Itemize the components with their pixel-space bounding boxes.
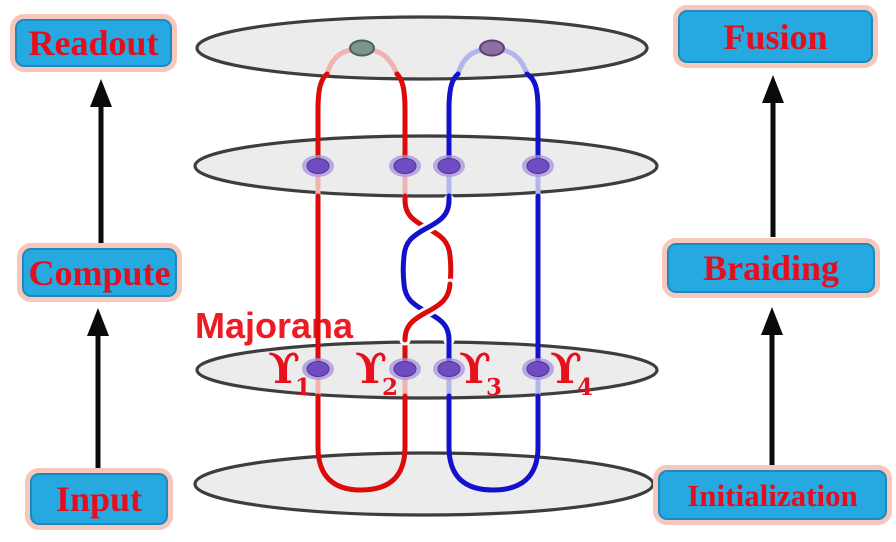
gamma-4-symbol: ϒ [550,344,582,393]
blue-faded-verticals [446,163,541,399]
gamma-labels: ϒ 1 ϒ 2 ϒ 3 ϒ 4 [268,344,593,401]
arrow-compute-to-readout-head [90,79,112,107]
plane-second [193,134,659,198]
fusion-dot-teal [349,39,375,57]
majorana-dots-third-plane [302,358,554,380]
majorana-dot [306,361,330,377]
majorana-dot [393,158,417,174]
plane-bottom [193,451,655,517]
majorana-label: Majorana [195,305,354,346]
arrow-braiding-to-fusion-head [762,75,784,103]
red-arch-right-leg [394,71,408,169]
arrow-input-to-compute-head [87,308,109,336]
stage-initialization-label: Initialization [687,477,858,513]
red-bottom-u [315,393,408,493]
blue-braid-strand [400,193,452,373]
stage-compute: Compute [17,243,182,302]
gamma-4-sub: 4 [577,374,593,401]
red-overlay-strand [402,281,453,343]
majorana-dot [393,361,417,377]
majorana-dot [306,158,330,174]
majorana-dot [437,361,461,377]
arrow-initialization-to-braiding-head [761,307,783,335]
stage-fusion-label: Fusion [723,16,828,57]
time-slice-planes [193,15,659,517]
fusion-dot-purple [479,39,505,57]
flow-arrows [87,75,784,472]
gamma-1-symbol: ϒ [268,344,300,393]
gamma-3-symbol: ϒ [459,344,491,393]
stage-input-label: Input [55,479,143,519]
stage-braiding: Braiding [662,238,880,298]
blue-bottom-u [446,393,541,493]
plane-top [195,15,649,81]
stage-readout-label: Readout [28,23,159,63]
red-arch-left-leg [315,71,330,169]
gamma-3-sub: 3 [486,374,502,401]
plane-third [195,340,659,400]
gamma-1-sub: 1 [295,374,311,401]
blue-arch-left-leg [446,71,461,169]
stage-braiding-label: Braiding [702,248,840,288]
stage-readout: Readout [10,14,177,72]
majorana-dot [437,158,461,174]
majorana-dot [526,361,550,377]
blue-worldline [446,71,541,493]
stage-fusion: Fusion [673,5,878,68]
stage-input: Input [25,468,173,530]
red-faded-verticals [315,163,408,399]
stage-initialization: Initialization [653,465,892,525]
stage-compute-label: Compute [28,252,171,293]
red-worldline [315,71,408,493]
gamma-2-symbol: ϒ [355,344,387,393]
gamma-2-sub: 2 [382,374,398,401]
majorana-dots-second-plane [302,155,554,177]
blue-arch-right-leg [524,71,541,169]
fusion-dots-top-plane [349,39,505,57]
majorana-dot [526,158,550,174]
